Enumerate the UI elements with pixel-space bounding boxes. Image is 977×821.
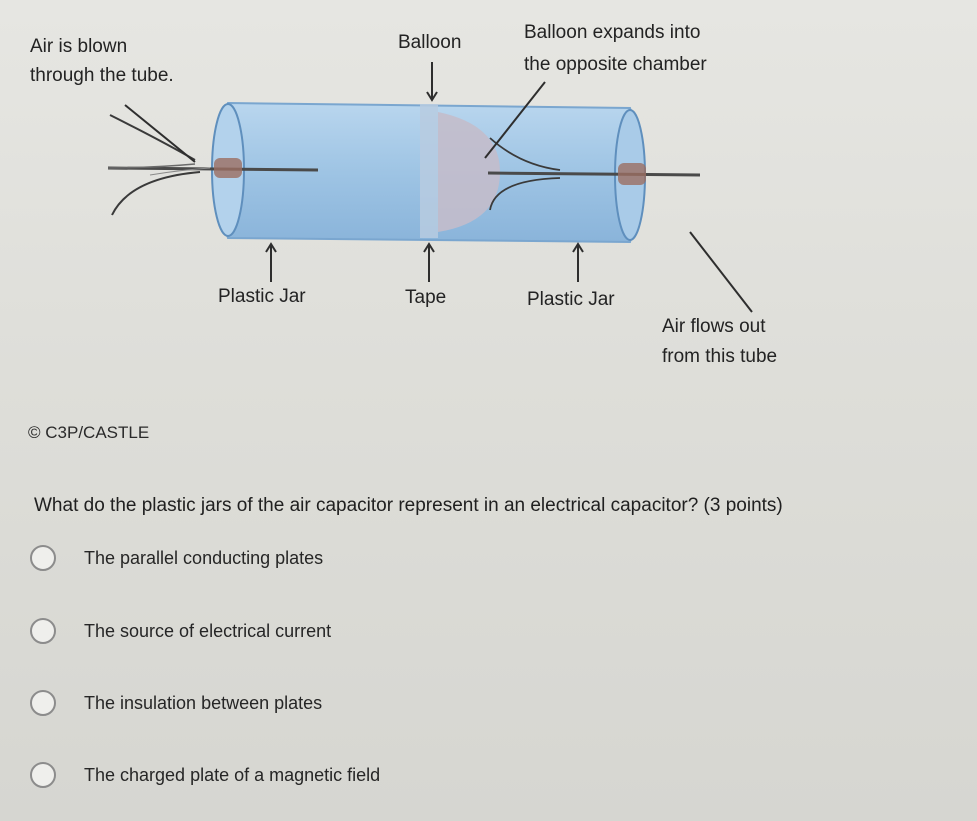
answer-option-2[interactable]: The source of electrical current <box>30 614 331 648</box>
diagram-illustration <box>107 62 753 313</box>
air-capacitor-diagram: Air is blown through the tube. Balloon B… <box>0 0 977 400</box>
label-air-blown-line1: Air is blown <box>30 36 128 57</box>
answer-option-label: The source of electrical current <box>84 620 332 641</box>
radio-button[interactable] <box>30 762 56 788</box>
label-air-blown-line2: through the tube. <box>30 65 174 86</box>
label-tape: Tape <box>405 287 447 308</box>
radio-button[interactable] <box>30 690 56 716</box>
label-air-flows-line1: Air flows out <box>662 316 766 337</box>
answer-option-label: The charged plate of a magnetic field <box>84 764 381 785</box>
copyright-notice: © C3P/CASTLE <box>28 423 150 442</box>
label-plastic-jar-left: Plastic Jar <box>218 286 306 307</box>
answer-option-label: The parallel conducting plates <box>84 547 324 568</box>
balloon <box>438 112 500 232</box>
label-balloon: Balloon <box>398 32 462 53</box>
question-text: What do the plastic jars of the air capa… <box>34 495 783 516</box>
answer-option-1[interactable]: The parallel conducting plates <box>30 541 323 575</box>
tape-band <box>420 104 438 238</box>
radio-button[interactable] <box>30 618 56 644</box>
label-balloon-expands-line1: Balloon expands into <box>524 22 701 43</box>
answer-option-3[interactable]: The insulation between plates <box>30 686 322 720</box>
radio-button[interactable] <box>30 545 56 571</box>
answer-option-4[interactable]: The charged plate of a magnetic field <box>30 758 380 792</box>
answer-option-label: The insulation between plates <box>84 692 323 713</box>
label-balloon-expands-line2: the opposite chamber <box>524 54 707 75</box>
label-plastic-jar-right: Plastic Jar <box>527 289 615 310</box>
label-air-flows-line2: from this tube <box>662 346 778 367</box>
